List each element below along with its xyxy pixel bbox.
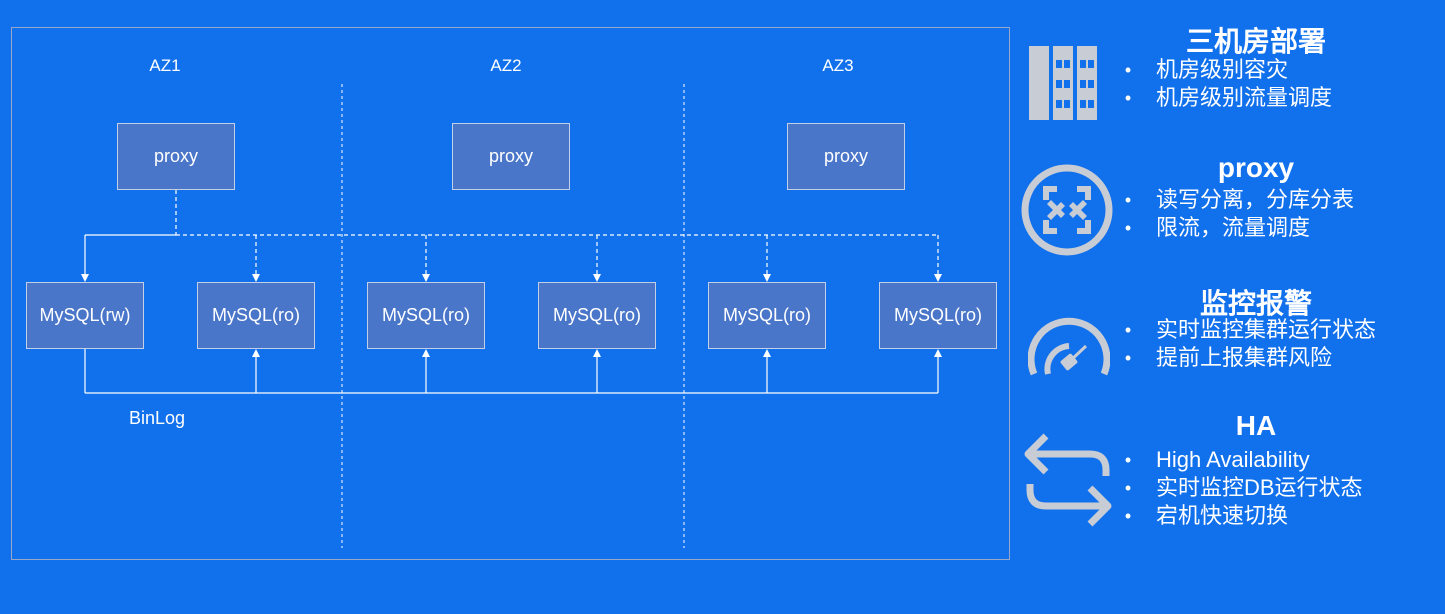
list-item: •实时监控集群运行状态 (1124, 317, 1377, 342)
mysql-rw-box: MySQL(rw) (26, 282, 144, 349)
feature-proxy: proxy •读写分离，分库分表 •限流，流量调度 (1016, 150, 1445, 260)
mysql-ro-box: MySQL(ro) (538, 282, 656, 349)
feature-title: 监控报警 (1199, 288, 1312, 319)
mysql-ro-box: MySQL(ro) (708, 282, 826, 349)
az-label-2: AZ2 (490, 56, 522, 75)
proxy-box-az3: proxy (787, 123, 905, 190)
feature-title: 三机房部署 (1185, 26, 1326, 57)
proxy-box-az1: proxy (117, 123, 235, 190)
architecture-frame (11, 27, 1010, 560)
mysql-ro-box: MySQL(ro) (879, 282, 997, 349)
feature-bullets: •实时监控集群运行状态 •提前上报集群风险 (1118, 316, 1376, 372)
feature-three-dc: 三机房部署 •机房级别容灾 •机房级别流量调度 (1016, 20, 1445, 130)
feature-title: proxy (1217, 152, 1295, 183)
binlog-label: BinLog (129, 408, 186, 428)
feature-bullets: •High Availability •实时监控DB运行状态 •宕机快速切换 (1118, 446, 1363, 530)
mysql-ro-box: MySQL(ro) (197, 282, 315, 349)
gauge-icon (1028, 317, 1110, 376)
list-item: •限流，流量调度 (1124, 215, 1311, 240)
list-item: •机房级别流量调度 (1124, 85, 1333, 110)
feature-monitoring: 监控报警 •实时监控集群运行状态 •提前上报集群风险 (1016, 282, 1445, 392)
feature-bullets: •机房级别容灾 •机房级别流量调度 (1118, 56, 1332, 112)
feature-bullets: •读写分离，分库分表 •限流，流量调度 (1118, 186, 1354, 242)
router-icon (1021, 164, 1113, 256)
switch-arrows-icon (1024, 433, 1112, 527)
az-label-1: AZ1 (149, 56, 181, 75)
az-label-3: AZ3 (822, 56, 854, 75)
list-item: •实时监控DB运行状态 (1124, 475, 1363, 500)
mysql-ro-box: MySQL(ro) (367, 282, 485, 349)
list-item: •机房级别容灾 (1124, 57, 1289, 82)
list-item: •提前上报集群风险 (1124, 345, 1333, 370)
list-item: •读写分离，分库分表 (1124, 187, 1355, 212)
list-item: •宕机快速切换 (1124, 503, 1289, 528)
list-item: •High Availability (1124, 447, 1310, 472)
feature-title: HA (1235, 410, 1277, 441)
building-icon (1029, 46, 1097, 120)
feature-ha: HA •High Availability •实时监控DB运行状态 •宕机快速切… (1016, 410, 1445, 540)
proxy-box-az2: proxy (452, 123, 570, 190)
